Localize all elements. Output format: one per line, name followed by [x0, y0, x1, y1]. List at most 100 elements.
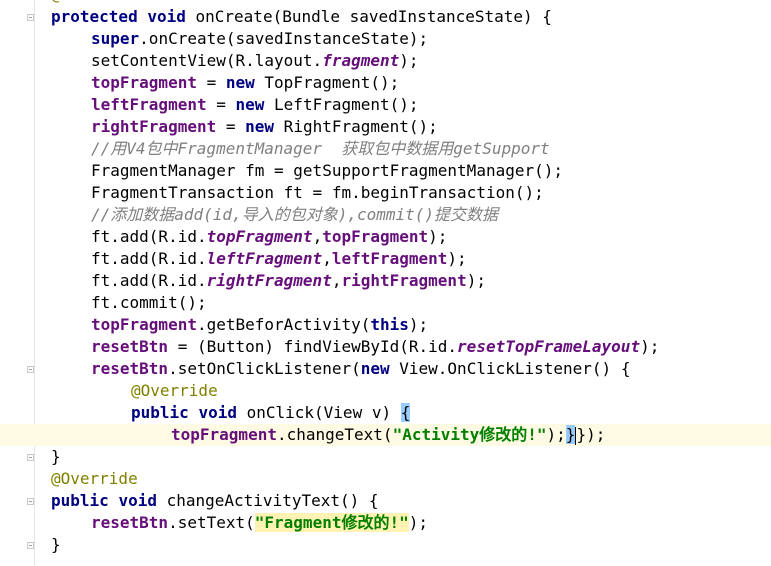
code-token-kw: protected [51, 7, 138, 26]
code-token-plain: ); [466, 271, 486, 290]
code-token-kw: void [198, 403, 237, 422]
text-caret [575, 426, 577, 445]
code-token-cmt: //添加数据add(id,导入的包对象),commit()提交数据 [91, 205, 499, 224]
code-token-ann: @Override [51, 469, 138, 488]
fold-toggle-icon[interactable] [27, 366, 34, 373]
code-line[interactable]: @Override [51, 468, 771, 490]
code-line[interactable]: ft.add(R.id.rightFragment,rightFragment)… [51, 270, 771, 292]
code-line-content: setContentView(R.layout.fragment); [51, 51, 419, 70]
code-token-kw: new [235, 95, 265, 114]
code-token-plain: = [196, 73, 226, 92]
code-line[interactable]: public void changeActivityText() { [51, 490, 771, 512]
code-token-kw: this [370, 315, 409, 334]
code-line-content: topFragment = new TopFragment(); [51, 73, 399, 92]
code-token-plain: View.OnClickListener() { [389, 359, 631, 378]
code-line-content: } [51, 447, 61, 466]
gutter-divider [34, 0, 35, 566]
code-line[interactable]: } [51, 446, 771, 468]
code-line-content: FragmentManager fm = getSupportFragmentM… [51, 161, 563, 180]
code-token-plain: , [312, 227, 323, 246]
code-line[interactable]: ft.add(R.id.leftFragment,leftFragment); [51, 248, 771, 270]
code-token-plain: FragmentManager fm = getSupportFragmentM… [91, 161, 564, 180]
code-token-plain: .getBeforActivity( [196, 315, 371, 334]
code-line-content: topFragment.changeText("Activity修改的!");}… [51, 425, 605, 445]
code-line-content: ft.add(R.id.rightFragment,rightFragment)… [51, 271, 486, 290]
code-line[interactable]: //添加数据add(id,导入的包对象),commit()提交数据 [51, 204, 771, 226]
code-token-plain: ); [447, 249, 467, 268]
code-token-kw: new [225, 73, 255, 92]
code-token-kw: public [51, 491, 109, 510]
code-line[interactable]: resetBtn.setOnClickListener(new View.OnC… [51, 358, 771, 380]
code-line-content: //用V4包中FragmentManager 获取包中数据用getSupport [51, 139, 550, 158]
fold-toggle-icon[interactable] [27, 454, 34, 461]
code-line[interactable]: topFragment.getBeforActivity(this); [51, 314, 771, 336]
code-token-ann: @Override [51, 0, 138, 4]
code-token-field-it: topFragment [206, 227, 313, 246]
code-line-content: public void onClick(View v) { [51, 403, 411, 422]
code-line-content: //添加数据add(id,导入的包对象),commit()提交数据 [51, 205, 498, 224]
code-token-plain: onClick(View v) [236, 403, 401, 422]
code-token-field: resetBtn [91, 337, 169, 356]
code-line[interactable]: ft.add(R.id.topFragment,topFragment); [51, 226, 771, 248]
code-token-string-highlighted: "Fragment修改的!" [254, 513, 409, 532]
editor-gutter[interactable] [0, 0, 34, 566]
code-line[interactable]: leftFragment = new LeftFragment(); [51, 94, 771, 116]
code-token-plain: ft.add(R.id. [91, 227, 207, 246]
code-token-field: topFragment [91, 315, 197, 334]
fold-toggle-icon[interactable] [27, 542, 34, 549]
code-token-plain: ); [408, 315, 429, 334]
code-line[interactable]: @Override [51, 380, 771, 402]
code-token-plain: LeftFragment(); [264, 95, 419, 114]
code-line-content: leftFragment = new LeftFragment(); [51, 95, 419, 114]
code-line[interactable]: setContentView(R.layout.fragment); [51, 50, 771, 72]
code-token-plain: ft.add(R.id. [91, 249, 207, 268]
code-line-content: resetBtn.setText("Fragment修改的!"); [51, 513, 428, 532]
code-token-plain: .onCreate(savedInstanceState); [139, 29, 429, 48]
code-line-content: topFragment.getBeforActivity(this); [51, 315, 428, 334]
code-token-plain: ); [399, 51, 419, 70]
code-token-kw: public [131, 403, 189, 422]
code-line-content: @Override [51, 469, 138, 488]
code-token-ann: @Override [131, 381, 218, 400]
code-token-brace-hl: } [565, 425, 576, 444]
code-line[interactable]: protected void onCreate(Bundle savedInst… [51, 6, 771, 28]
code-line-current[interactable]: topFragment.changeText("Activity修改的!");}… [0, 424, 771, 446]
code-line-content: resetBtn.setOnClickListener(new View.OnC… [51, 359, 630, 378]
code-token-plain: FragmentTransaction ft = fm.beginTransac… [91, 183, 544, 202]
code-token-plain: onCreate(Bundle savedInstanceState) { [185, 7, 552, 26]
code-token-plain: = (Button) findViewById(R.id. [168, 337, 458, 356]
code-line[interactable]: public void onClick(View v) { [51, 402, 771, 424]
code-line[interactable]: FragmentManager fm = getSupportFragmentM… [51, 160, 771, 182]
code-token-kw: void [147, 7, 186, 26]
code-token-brace-hl: { [400, 403, 411, 422]
code-line[interactable]: FragmentTransaction ft = fm.beginTransac… [51, 182, 771, 204]
code-token-plain: = [216, 117, 246, 136]
code-line[interactable]: rightFragment = new RightFragment(); [51, 116, 771, 138]
code-token-plain [109, 491, 119, 510]
code-line[interactable]: resetBtn = (Button) findViewById(R.id.re… [51, 336, 771, 358]
code-line[interactable]: resetBtn.setText("Fragment修改的!"); [51, 512, 771, 534]
code-token-plain: .setOnClickListener( [168, 359, 361, 378]
code-line[interactable]: ft.commit(); [51, 292, 771, 314]
code-line[interactable]: topFragment = new TopFragment(); [51, 72, 771, 94]
code-token-field: topFragment [91, 73, 197, 92]
code-line-content: ft.commit(); [51, 293, 207, 312]
code-token-field-it: fragment [322, 51, 400, 70]
code-line[interactable]: //用V4包中FragmentManager 获取包中数据用getSupport [51, 138, 771, 160]
code-line[interactable]: super.onCreate(savedInstanceState); [51, 28, 771, 50]
code-line[interactable]: } [51, 534, 771, 556]
code-line[interactable]: @Override [51, 0, 771, 6]
code-token-plain: ft.commit(); [91, 293, 207, 312]
code-token-cmt: //用V4包中FragmentManager 获取包中数据用getSupport [91, 139, 550, 158]
fold-toggle-icon[interactable] [27, 14, 34, 21]
code-token-plain: TopFragment(); [254, 73, 400, 92]
code-line-content: @Override [51, 0, 138, 4]
code-token-field: resetBtn [91, 513, 169, 532]
code-line-content: public void changeActivityText() { [51, 491, 379, 510]
code-token-plain: ); [640, 337, 660, 356]
code-token-field-it: leftFragment [206, 249, 323, 268]
code-line-content: rightFragment = new RightFragment(); [51, 117, 438, 136]
fold-toggle-icon[interactable] [27, 498, 34, 505]
